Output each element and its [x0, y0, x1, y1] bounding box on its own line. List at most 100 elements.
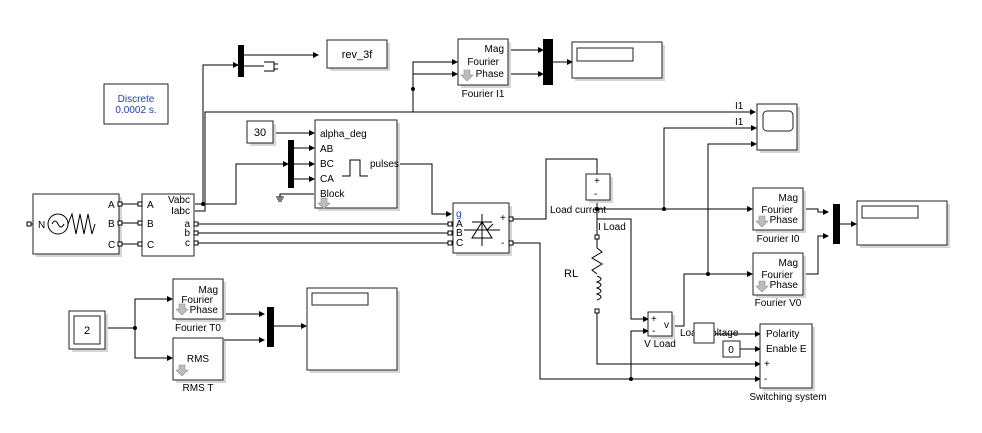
bridge-minus-port: -: [501, 238, 504, 249]
switching-polarity-port: Polarity: [766, 329, 799, 340]
mask-arrow-icon: [755, 215, 769, 228]
switching-minus-port: -: [764, 374, 767, 385]
bridge-c-port: C: [456, 238, 463, 249]
fourier-v0-caption: Fourier V0: [755, 298, 802, 309]
fourier-i1-block[interactable]: Mag Fourier Phase Fourier I1: [457, 38, 511, 100]
mask-arrow-icon: [317, 197, 331, 210]
scope-screen-icon: [762, 110, 794, 132]
rms-block[interactable]: RMS RMS T: [172, 337, 226, 394]
vload-caption: V Load: [644, 339, 676, 350]
switching-system-block[interactable]: Polarity Enable E + - Switching system: [749, 323, 827, 403]
fourier-i0-phase: Phase: [770, 215, 799, 226]
pulse-alpha-port: alpha_deg: [320, 129, 367, 140]
constant-2-block[interactable]: 2: [68, 310, 108, 352]
rl-load-block[interactable]: RL: [564, 234, 603, 314]
demux-top-block[interactable]: [238, 45, 244, 77]
fourier-v0-mag: Mag: [779, 258, 798, 269]
thyristor-bridge-block[interactable]: g A B C + -: [447, 202, 514, 256]
switching-plus-port: +: [764, 359, 770, 370]
fourier-v0-block[interactable]: Mag Fourier Phase Fourier V0: [752, 252, 806, 309]
scope-label-1: I1: [735, 101, 744, 112]
vload-minus-port: -: [652, 326, 655, 337]
display-i1-block[interactable]: [571, 41, 665, 81]
terminator-block[interactable]: [264, 61, 278, 72]
rl-label: RL: [564, 268, 578, 280]
bridge-b-port: B: [456, 228, 463, 239]
mask-arrow-icon: [755, 280, 769, 293]
display-right-block[interactable]: [856, 200, 950, 248]
vmeas-out-a: a: [184, 219, 190, 230]
mux-i1-block[interactable]: [543, 39, 553, 85]
fourier-i1-caption: Fourier I1: [462, 89, 505, 100]
constant-2-value: 2: [84, 325, 90, 337]
display-i1-value: [576, 47, 634, 62]
fourier-i0-mag: Mag: [779, 193, 798, 204]
fourier-i1-mag: Mag: [485, 44, 504, 55]
pulse-bc-port: BC: [320, 159, 334, 170]
fourier-v0-fourier: Fourier: [761, 270, 793, 281]
display-right-value: [861, 205, 919, 219]
goto-rev3f-label: rev_3f: [342, 49, 374, 61]
mux-right-block[interactable]: [833, 204, 840, 244]
source-port-b: B: [108, 219, 115, 230]
switching-caption: Switching system: [749, 392, 826, 403]
rms-label: RMS: [187, 354, 210, 365]
load-current-label: Load current: [550, 205, 606, 216]
vmeas-in-c: C: [147, 240, 154, 251]
powergui-line1: Discrete: [118, 94, 155, 105]
current-measurement-block[interactable]: + - I Load Load current: [550, 173, 626, 233]
junction-dots: [133, 87, 710, 381]
vload-plus-port: +: [651, 314, 657, 325]
scope-label-2: I1: [735, 117, 744, 128]
svg-text:N: N: [38, 220, 45, 231]
pulse-out-port: pulses: [370, 159, 399, 170]
fourier-i0-caption: Fourier I0: [757, 234, 800, 245]
fourier-i0-block[interactable]: Mag Fourier Phase Fourier I0: [752, 187, 806, 245]
fourier-t0-block[interactable]: Mag Fourier Phase Fourier T0: [172, 278, 226, 334]
iload-minus-port: -: [594, 189, 597, 200]
fourier-t0-phase: Phase: [190, 305, 219, 316]
constant-0-block[interactable]: 0: [722, 340, 741, 358]
mask-arrow-icon: [175, 364, 189, 377]
vmeas-out-iabc: Iabc: [171, 206, 190, 217]
fourier-t0-fourier: Fourier: [181, 295, 213, 306]
three-phase-source-block[interactable]: N A B C: [26, 193, 123, 257]
constant-30-value: 30: [254, 127, 266, 139]
constant-0-value: 0: [728, 345, 734, 356]
fourier-i0-fourier: Fourier: [761, 205, 793, 216]
vmeas-in-a: A: [147, 200, 154, 211]
vmeas-out-b: b: [184, 228, 190, 239]
inductor-icon: [595, 275, 602, 301]
vmeas-out-vabc: Vabc: [168, 195, 190, 206]
inductor-zigzag-icon: [67, 212, 96, 235]
load-voltage-tag-block[interactable]: [693, 322, 715, 344]
mask-arrow-icon: [175, 303, 189, 316]
mask-arrow-icon: [460, 69, 474, 82]
iload-caption: I Load: [598, 222, 626, 233]
fourier-i1-phase: Phase: [476, 69, 505, 80]
pulse-ab-port: AB: [320, 144, 334, 155]
fourier-t0-caption: Fourier T0: [175, 323, 221, 334]
vi-measurement-block[interactable]: A B C Vabc Iabc a b c: [137, 193, 199, 257]
bridge-plus-port: +: [500, 213, 506, 224]
vmeas-in-b: B: [147, 219, 154, 230]
scope-block[interactable]: I1 I1: [735, 101, 800, 153]
mux-bottom-block[interactable]: [267, 307, 274, 347]
source-port-c: C: [108, 240, 115, 251]
iload-plus-port: +: [594, 176, 600, 187]
pulse-wave-icon: [342, 159, 368, 177]
goto-rev3f-block[interactable]: rev_3f: [326, 39, 390, 71]
constant-30-block[interactable]: 30: [246, 120, 276, 146]
pulse-block-port: Block: [320, 189, 345, 200]
resistor-icon: [591, 247, 603, 275]
display-bottom-block[interactable]: [306, 287, 400, 373]
demux-pulse-block[interactable]: [288, 140, 294, 188]
fourier-v0-phase: Phase: [770, 280, 799, 291]
vmeas-out-c: c: [185, 238, 190, 249]
pulse-generator-block[interactable]: alpha_deg AB BC CA Block pulses: [314, 119, 400, 211]
powergui-block[interactable]: Discrete 0.0002 s.: [103, 83, 169, 125]
fourier-i1-fourier: Fourier: [467, 57, 499, 68]
display-bottom-value: [311, 292, 369, 306]
source-port-a: A: [108, 200, 115, 211]
